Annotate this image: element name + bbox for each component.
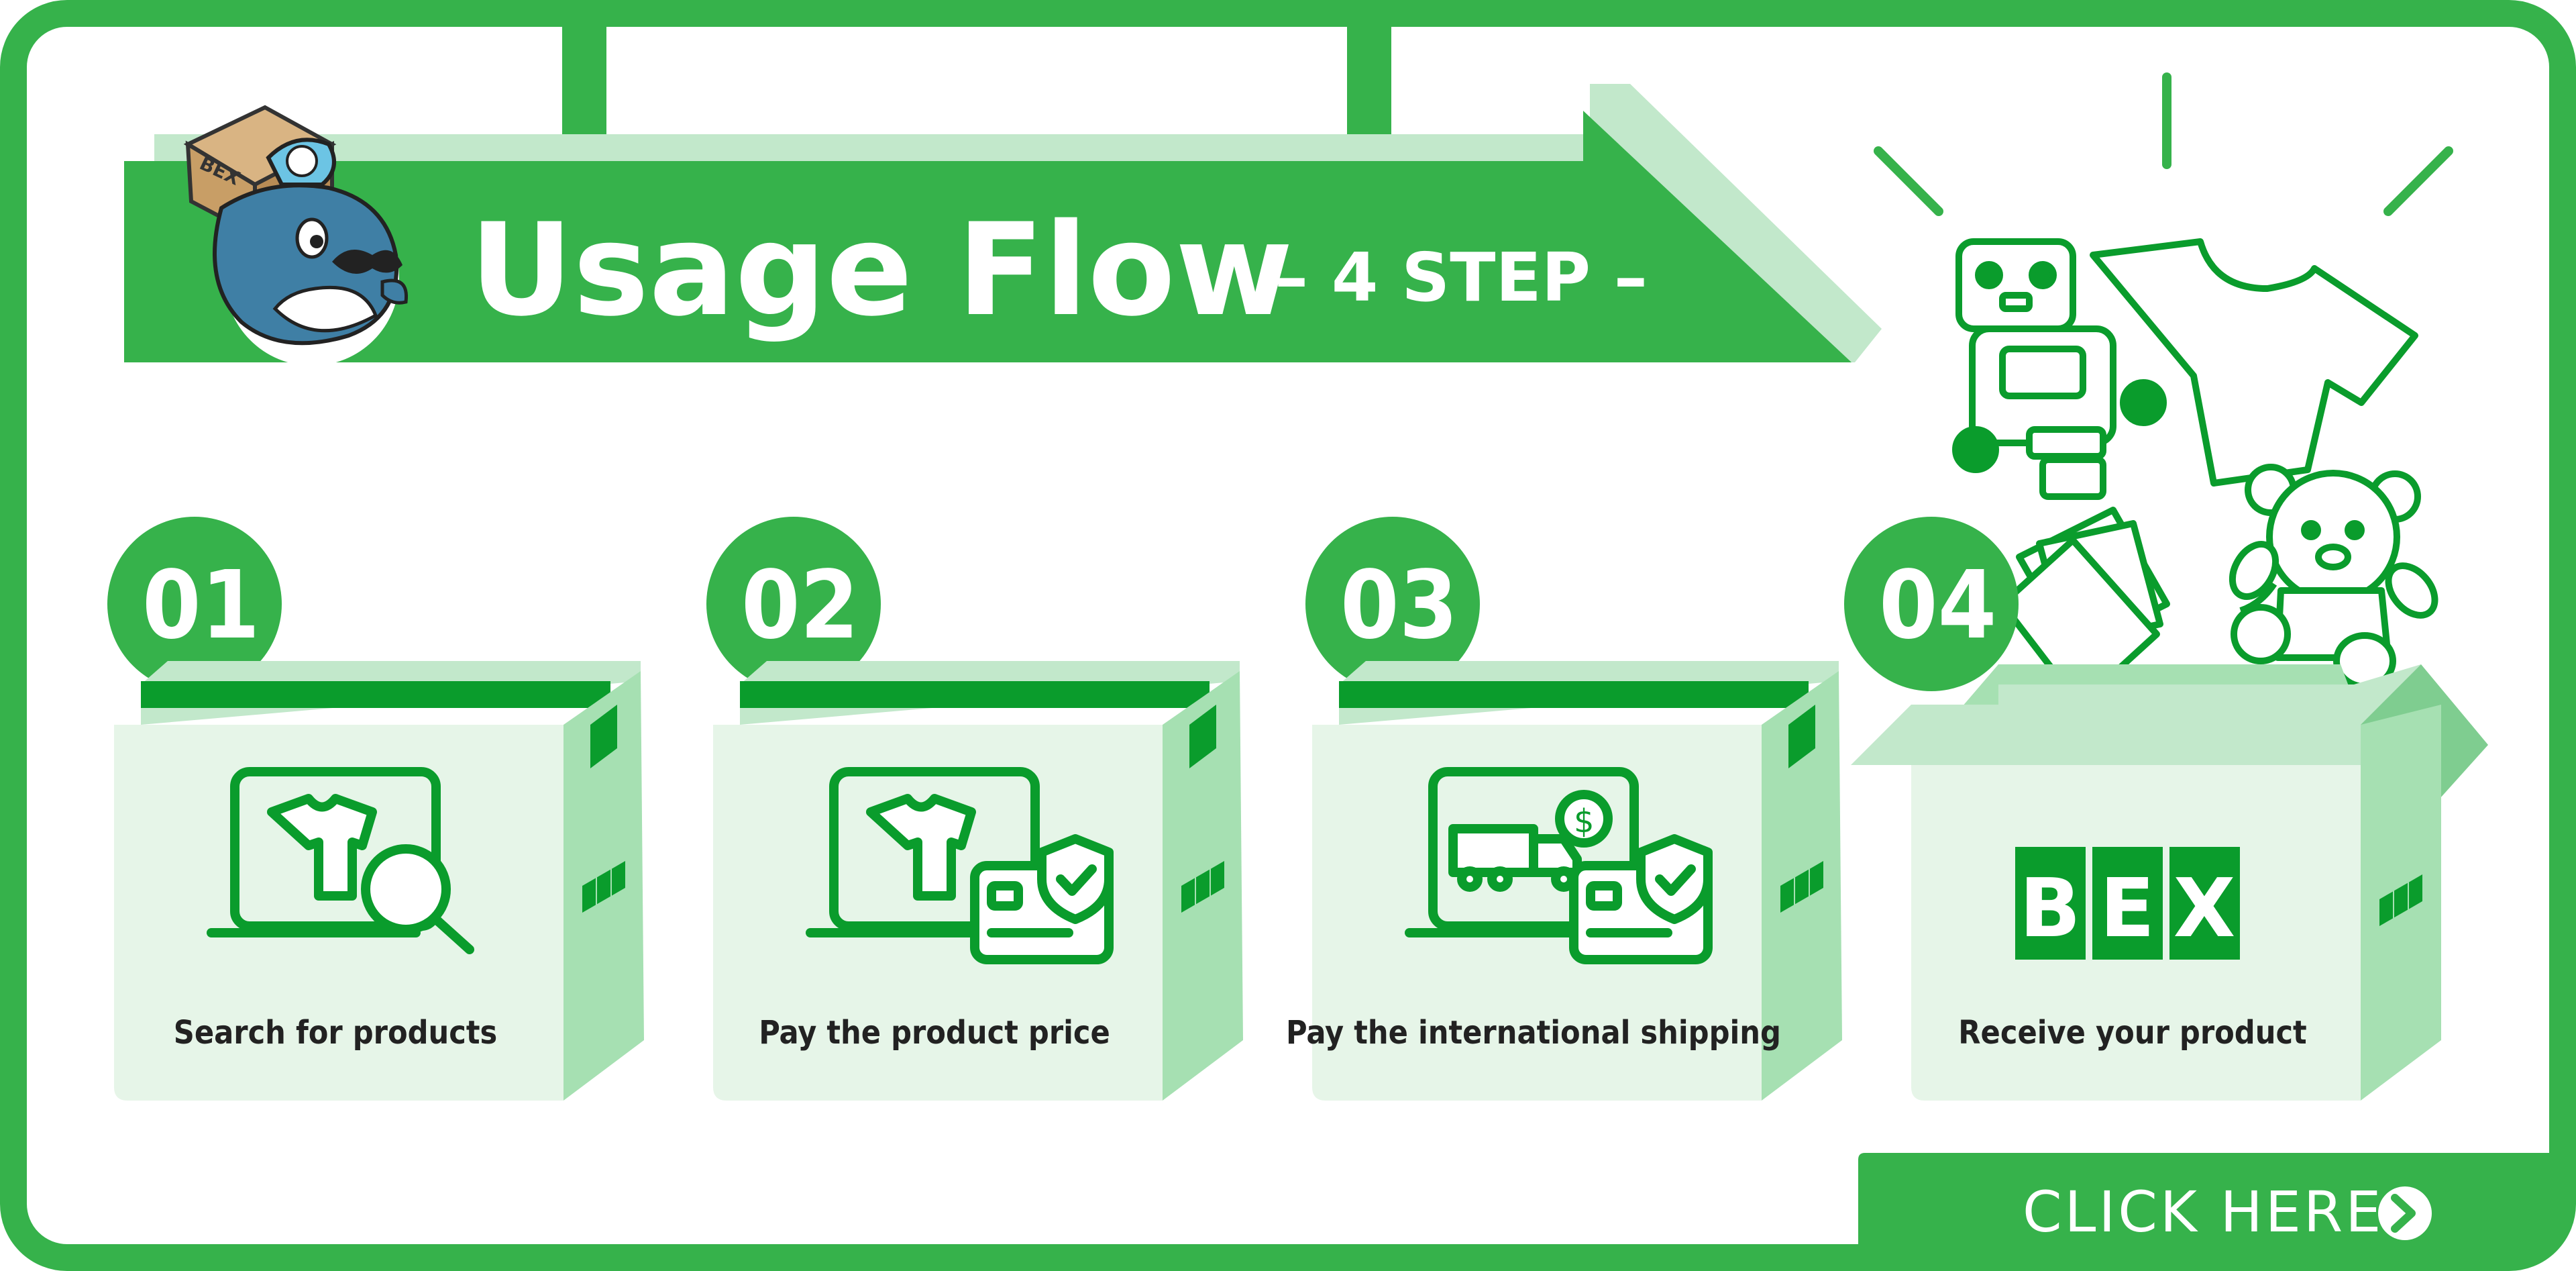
step-label: Search for products xyxy=(174,1014,497,1052)
banner-subtitle: – 4 STEP – xyxy=(1275,238,1648,317)
step-label: Pay the product price xyxy=(759,1014,1110,1052)
step-number-badge xyxy=(1844,517,2019,691)
sparkle-lines xyxy=(1874,72,2453,216)
step-card: 02 Pay the product price xyxy=(706,517,1243,1101)
mascot-whale-icon: BEX xyxy=(183,105,409,366)
step-card: 04 B E X Receive your product xyxy=(1844,517,2488,1101)
step-card: 01 Search for products xyxy=(107,517,644,1101)
step-number: 03 xyxy=(1340,551,1458,660)
svg-text:$: $ xyxy=(1574,803,1595,840)
svg-text:B: B xyxy=(2019,862,2080,956)
step-number-badge xyxy=(107,517,282,691)
tshirt-toy-icon xyxy=(2090,238,2418,487)
laptop-truck-dollar-card-icon: $ xyxy=(1405,767,1713,964)
step-number: 04 xyxy=(1879,551,1996,660)
teddy-bear-toy-icon xyxy=(2229,464,2438,690)
laptop-tshirt-search-icon xyxy=(207,767,474,954)
robot-toy-icon xyxy=(1952,238,2167,500)
svg-text:E: E xyxy=(2100,862,2155,956)
click-here-button[interactable]: CLICK HERE xyxy=(1858,1153,2549,1258)
title-banner: Usage Flow – 4 STEP – xyxy=(124,84,1882,362)
svg-text:X: X xyxy=(2174,862,2236,956)
chevron-right-circle-icon[interactable] xyxy=(2378,1186,2432,1240)
laptop-tshirt-card-shield-icon xyxy=(806,767,1114,964)
step-number: 02 xyxy=(741,551,859,660)
banner-title: Usage Flow xyxy=(470,196,1293,344)
cards-toy-icon xyxy=(1999,507,2170,708)
toys-illustration xyxy=(1952,238,2438,708)
step-number-badge xyxy=(1305,517,1480,691)
click-here-label[interactable]: CLICK HERE xyxy=(2023,1179,2383,1245)
step-card: 03 $ Pay the international shippi xyxy=(1286,517,1842,1101)
step-label: Pay the international shipping xyxy=(1286,1014,1781,1052)
step-number: 01 xyxy=(142,551,260,660)
step-number-badge xyxy=(706,517,881,691)
step-label: Receive your product xyxy=(1958,1014,2306,1052)
open-box-bex-logo-icon: B E X xyxy=(2015,847,2240,960)
